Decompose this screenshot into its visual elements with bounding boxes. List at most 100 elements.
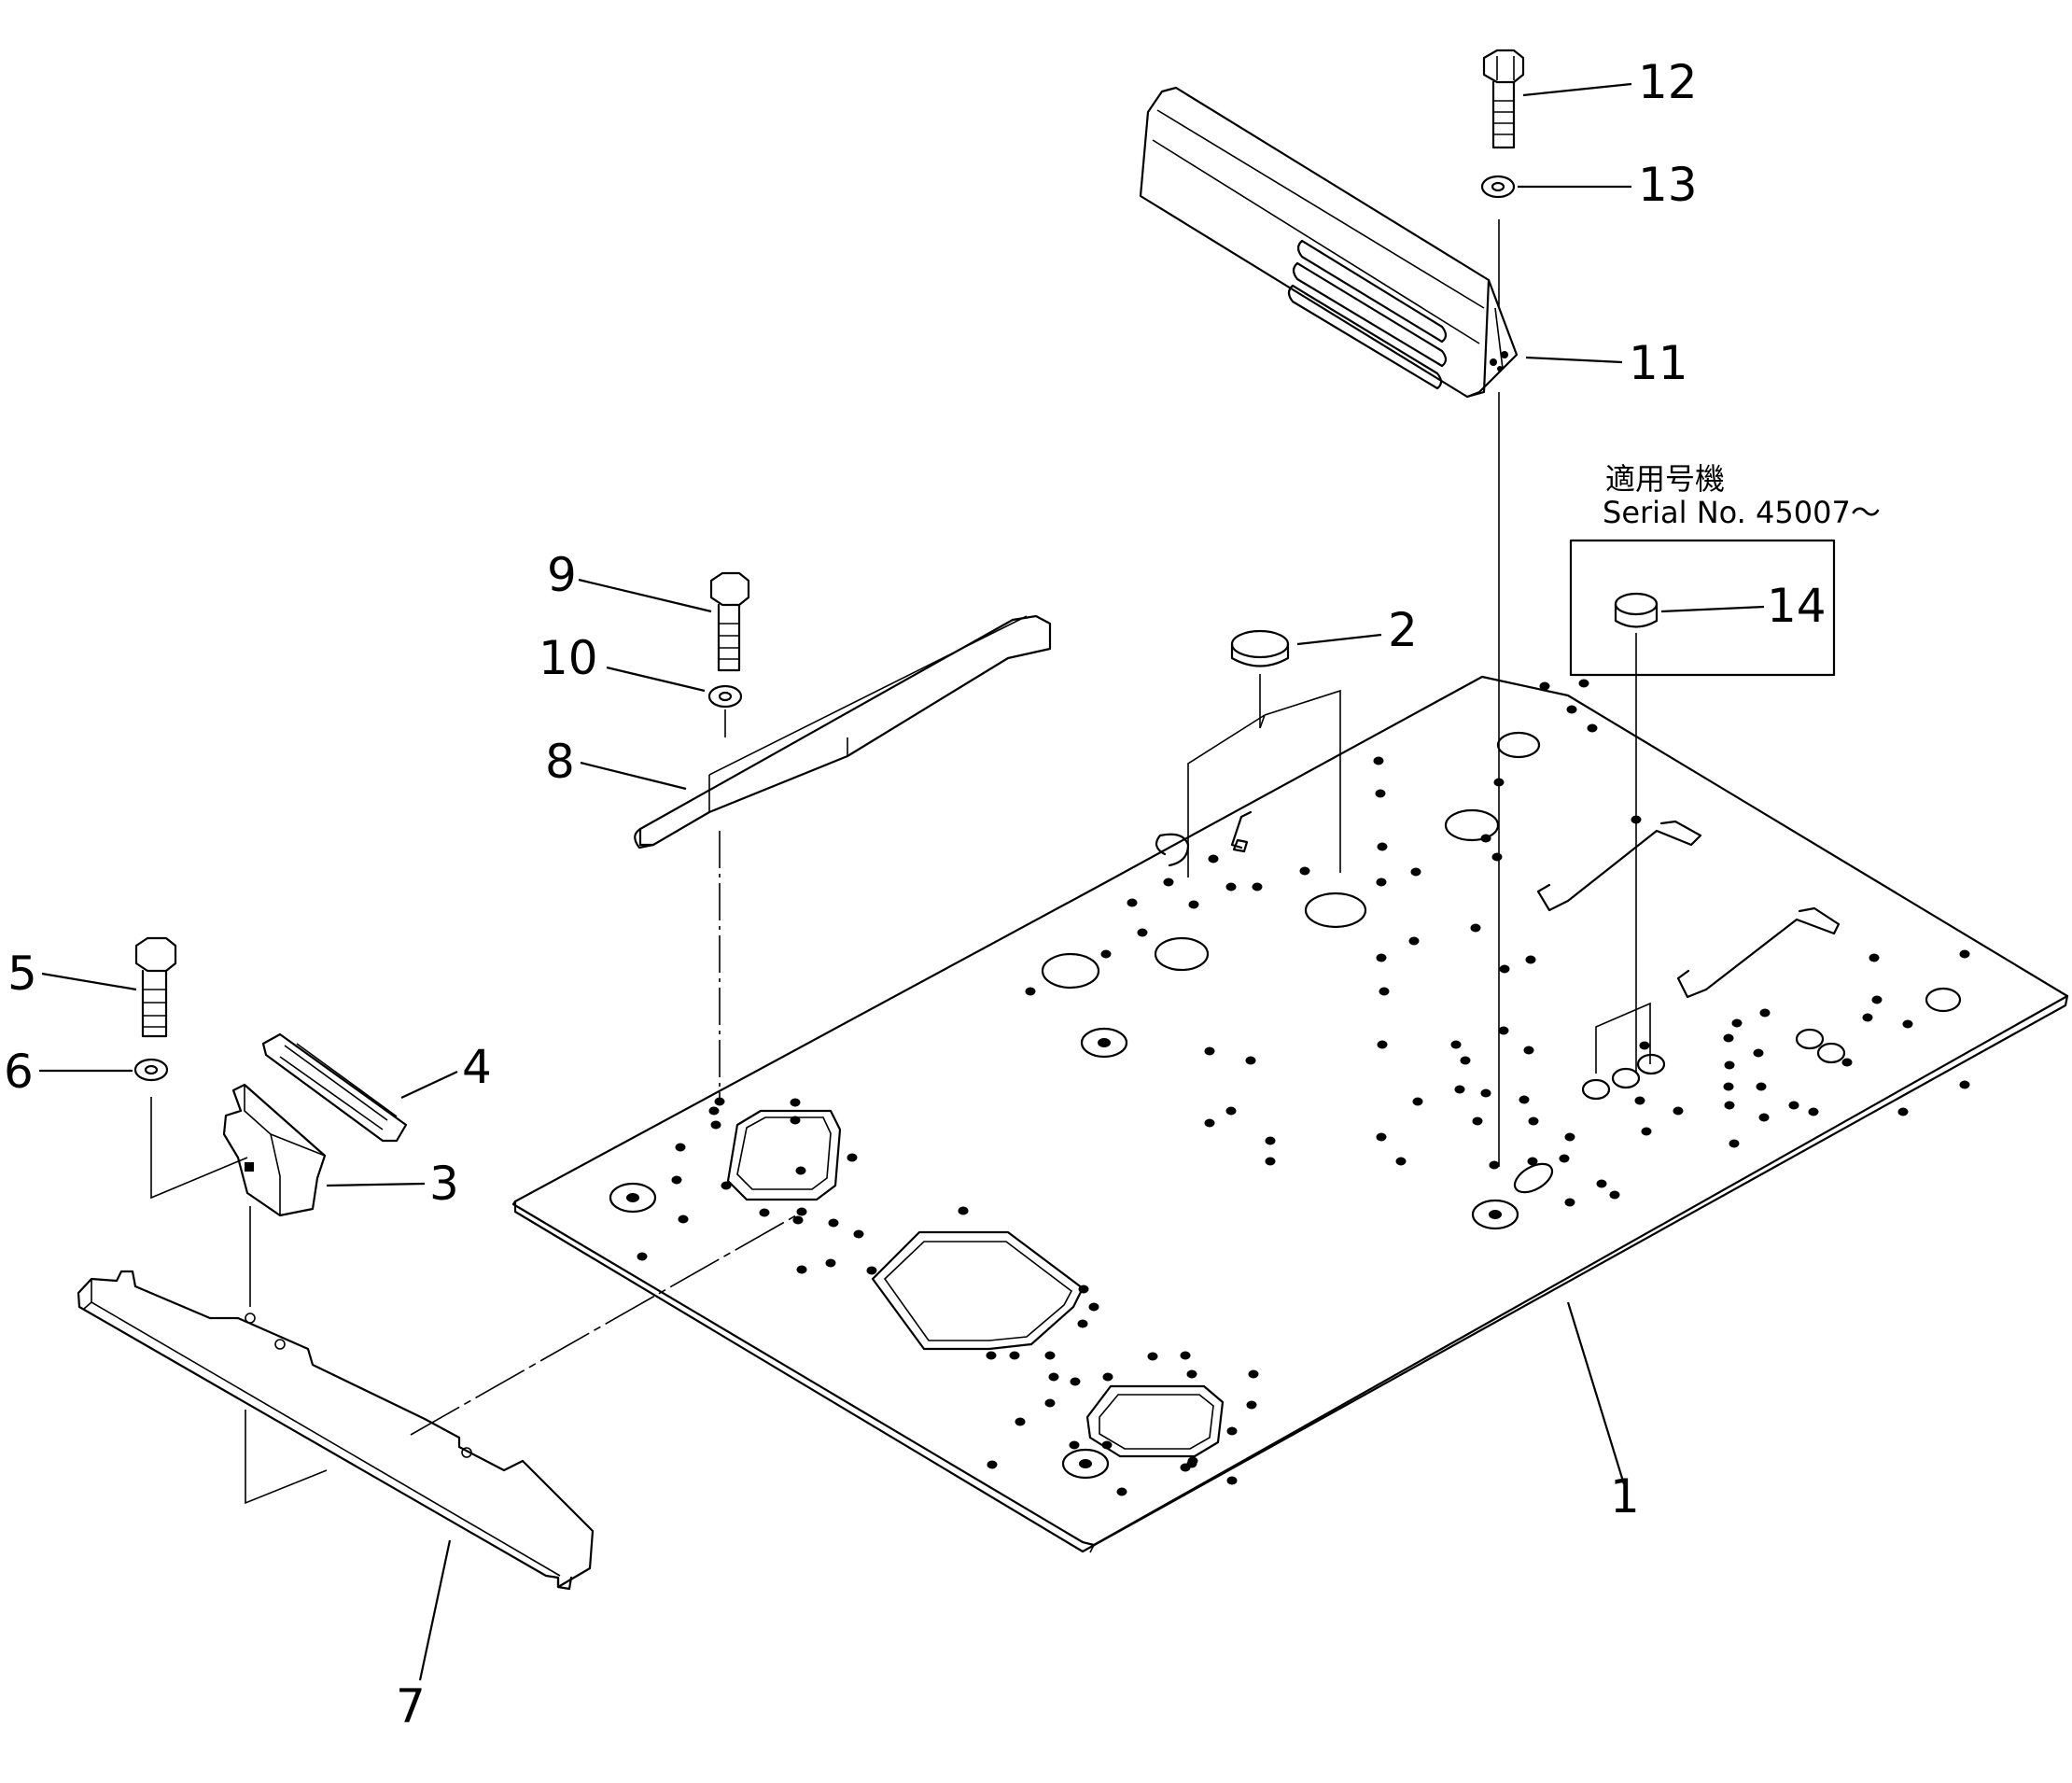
bolt-hole-dot	[1759, 1008, 1771, 1018]
bolt-hole-dot	[1470, 923, 1481, 933]
bolt-hole-dot	[1077, 1319, 1088, 1328]
bolt-hole-dot	[1252, 882, 1263, 892]
cover-slots	[1287, 239, 1448, 390]
bolt-hole-dot	[1723, 1082, 1734, 1091]
plate-opening	[1085, 1384, 1225, 1458]
bolt-hole-dot	[675, 1143, 686, 1152]
bolt-hole-dot	[1137, 928, 1148, 937]
callout-12: 12	[1638, 55, 1698, 109]
washer-part-13	[1480, 175, 1516, 199]
plug-part-14	[1569, 539, 1836, 1074]
bolt-hole-dot	[1376, 1132, 1387, 1142]
bolt-hole-dot	[1808, 1107, 1819, 1116]
bolt-hole-dot	[1204, 1046, 1215, 1056]
bolt-hole-dot	[671, 1175, 682, 1185]
bolt-hole-dot	[1902, 1019, 1913, 1029]
bolt-hole-dot	[1729, 1139, 1740, 1148]
plate-ring-hole	[1061, 1448, 1110, 1480]
serial-note: 適用号機 Serial No. 45007～	[1603, 461, 1881, 530]
bolt-part-12	[1482, 49, 1525, 149]
bolt-hole-dot	[1528, 1116, 1539, 1126]
bolt-hole-dot	[1724, 1060, 1735, 1070]
bolt-hole-dot	[1245, 1056, 1256, 1065]
callout-2: 2	[1388, 603, 1418, 657]
serial-note-english: Serial No. 45007～	[1603, 495, 1881, 530]
bolt-hole-dot	[1564, 1132, 1575, 1142]
bolt-hole-dot	[790, 1116, 801, 1125]
bolt-hole-dot	[1070, 1377, 1081, 1386]
bolt-hole-dot	[1564, 1198, 1575, 1207]
rail-part-8	[634, 614, 1052, 849]
bolt-hole-dot	[721, 1181, 732, 1190]
bolt-hole-dot	[1408, 936, 1420, 946]
bolt-hole-dot	[1788, 1101, 1799, 1110]
bolt-hole-dot	[1959, 1080, 1970, 1089]
bolt-hole-dot	[1265, 1157, 1276, 1166]
washer-part-6	[133, 1058, 169, 1082]
bolt-hole-dot	[1395, 1157, 1407, 1166]
bolt-hole-dot	[1841, 1058, 1853, 1067]
bolt-hole-dot	[1379, 987, 1390, 996]
bolt-hole-dot	[678, 1214, 689, 1224]
bolt-hole-dot	[1498, 1026, 1509, 1035]
assembly-line	[150, 1097, 248, 1200]
bolt-hole-dot	[1753, 1048, 1764, 1058]
bolt-part-5	[134, 936, 177, 1038]
bolt-hole-dot	[1226, 1476, 1238, 1485]
bolt-hole-dot	[1491, 852, 1503, 862]
washer-part-10	[707, 684, 743, 709]
bolt-hole-dot	[1048, 1372, 1059, 1382]
bolt-hole-dot	[1566, 705, 1577, 714]
bolt-hole-dot	[1100, 949, 1112, 959]
bolt-hole-dot	[1299, 866, 1310, 876]
bolt-hole-dot	[1376, 953, 1387, 962]
callout-14: 14	[1767, 579, 1827, 633]
bolt-hole-dot	[1527, 1157, 1538, 1166]
bolt-hole-dot	[987, 1460, 998, 1469]
bolt-hole-dot	[1025, 987, 1036, 996]
bolt-hole-dot	[1450, 1040, 1462, 1049]
bolt-hole-dot	[1869, 953, 1880, 962]
assembly-line	[410, 1211, 804, 1436]
bolt-hole-dot	[1641, 1127, 1652, 1136]
bolt-hole-dot	[1897, 1107, 1909, 1116]
callout-10: 10	[539, 631, 598, 685]
bolt-hole-dot	[828, 1218, 839, 1228]
bolt-hole-dot	[1673, 1106, 1684, 1116]
bolt-hole-dot	[1454, 1085, 1465, 1094]
bolt-hole-dot	[1959, 949, 1970, 959]
bolt-hole-dot	[853, 1229, 864, 1239]
bolt-hole-dot	[708, 1106, 720, 1116]
bolt-hole-dot	[1225, 1106, 1237, 1116]
callout-3: 3	[429, 1157, 459, 1211]
pad-part-4	[261, 1032, 408, 1143]
bolt-hole-dot	[1373, 756, 1384, 765]
serial-box	[1569, 539, 1836, 677]
plate-opening	[871, 1230, 1085, 1351]
bolt-part-9	[709, 571, 750, 672]
plate-opening	[726, 1109, 842, 1201]
bolt-hole-dot	[1187, 1456, 1198, 1466]
bolt-hole-dot	[1102, 1372, 1113, 1382]
bolt-hole-dot	[1472, 1116, 1483, 1126]
bolt-hole-dot	[847, 1153, 858, 1162]
cover-part-11	[1139, 86, 1519, 1167]
bolt-hole-dot	[1499, 964, 1510, 974]
bolt-hole-dot	[1523, 1046, 1534, 1055]
bolt-hole-dot	[1410, 867, 1421, 877]
bolt-hole-dot	[1265, 1136, 1276, 1145]
bolt-hole-dot	[1248, 1369, 1259, 1379]
bolt-hole-dot	[1015, 1417, 1026, 1426]
bolt-hole-dot	[1539, 681, 1550, 691]
bolt-hole-dot	[1559, 1154, 1570, 1163]
bolt-hole-dot	[1377, 842, 1388, 851]
plate-ring-hole	[609, 1182, 657, 1214]
plate-bolt-holes	[637, 679, 1970, 1496]
bolt-hole-dot	[637, 1252, 648, 1261]
bolt-hole-dot	[1376, 877, 1387, 887]
serial-note-japanese: 適用号機	[1605, 461, 1725, 497]
bolt-hole-dot	[825, 1258, 836, 1268]
bracket-part-3	[222, 1083, 327, 1217]
bolt-hole-dot	[1756, 1082, 1767, 1091]
